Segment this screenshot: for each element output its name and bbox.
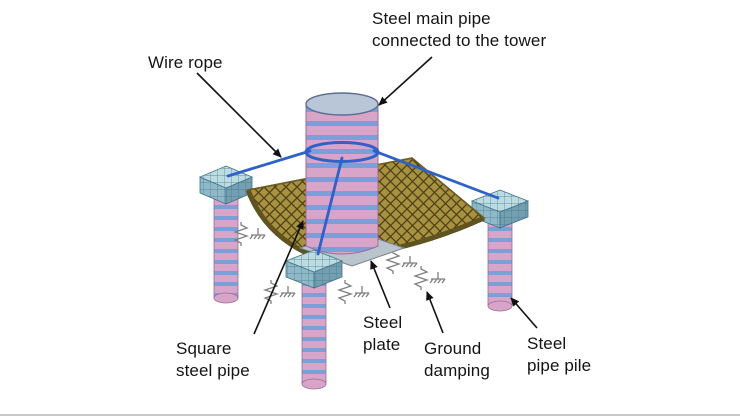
pile-cap-front [284,249,344,289]
label-steel-pipe-pile: Steel pipe pile [527,333,591,377]
wire-rope-left [226,149,312,178]
steel-pipe-pile-right [470,189,530,312]
label-ground-damping-line1: Ground [424,339,482,358]
label-main-pipe-line2: connected to the tower [372,31,547,50]
pile-cap-right [470,189,530,229]
ground-damper-icon [338,279,370,305]
label-steel-plate-line2: plate [363,335,401,354]
annotation-arrows [196,56,538,335]
arrow-square-steel-pipe [253,220,304,335]
wire-rope-right [372,149,500,200]
arrow-main-pipe [378,56,433,106]
label-steel-pipe-pile-line2: pipe pile [527,356,592,375]
arrow-wire-rope [196,72,282,158]
label-wire-rope: Wire rope [148,52,223,74]
arrow-steel-pipe-pile [510,297,538,329]
label-ground-damping: Ground damping [424,338,490,382]
label-main-pipe: Steel main pipe connected to the tower [372,8,546,52]
ground-damper-icon [264,279,296,305]
ground-damper-icon [414,265,446,291]
label-square-steel-pipe-line1: Square [176,339,232,358]
steel-main-pipe [304,92,380,255]
bottom-edge-line [0,414,740,416]
label-square-steel-pipe: Square steel pipe [176,338,250,382]
arrow-steel-plate [370,260,391,309]
steel-pipe-pile-front [284,249,344,390]
label-ground-damping-line2: damping [424,361,490,380]
pipe-top-face [305,92,379,116]
steel-pipe-pile-left [198,165,254,304]
ground-damper-icon [386,249,418,275]
label-steel-plate: Steel plate [363,312,402,356]
label-square-steel-pipe-line2: steel pipe [176,361,250,380]
label-main-pipe-line1: Steel main pipe [372,9,491,28]
wire-ropes [226,149,500,256]
label-wire-rope-line1: Wire rope [148,53,223,72]
ground-damper-icon [234,221,266,247]
wire-rope-front [316,156,344,256]
label-steel-plate-line1: Steel [363,313,403,332]
arrow-ground-damping [426,291,444,334]
label-steel-pipe-pile-line1: Steel [527,334,567,353]
